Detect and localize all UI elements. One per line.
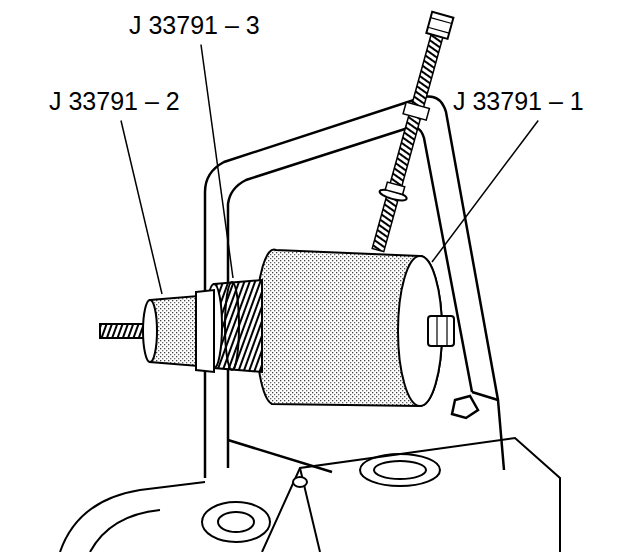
adapter-face <box>143 300 157 362</box>
housing-boss <box>202 502 270 542</box>
frame-edge <box>472 392 498 400</box>
frame-bolt <box>452 396 478 418</box>
washer <box>385 182 404 194</box>
part-label-box: J 33791 – 1 <box>452 88 585 116</box>
nut-edge <box>436 316 437 346</box>
housing-bore <box>218 512 254 532</box>
hex-head <box>426 12 453 39</box>
end-nut <box>428 316 454 346</box>
receiver-cylinder <box>256 250 454 406</box>
frame-inner <box>228 127 472 468</box>
cylinder-body <box>256 250 442 406</box>
part-label-box: J 33791 – 3 <box>128 12 261 40</box>
forcing-screw <box>365 11 457 254</box>
housing-hole <box>293 477 307 487</box>
support-frame <box>205 97 504 478</box>
frame-outer <box>205 97 504 478</box>
collar-ring <box>225 282 239 370</box>
adapter-ring <box>196 290 214 372</box>
part-number: J 33791 – 1 <box>452 88 585 116</box>
frame-strut <box>228 440 332 472</box>
leader-line <box>201 45 233 279</box>
nut <box>403 102 429 120</box>
housing-bore <box>374 461 426 479</box>
housing-body <box>262 438 560 552</box>
screw-thread <box>372 17 447 252</box>
hex-edge <box>431 18 452 24</box>
housing <box>60 438 560 552</box>
nut-edge <box>446 316 447 346</box>
part-number: J 33791 – 2 <box>48 88 181 116</box>
leader-line <box>432 121 538 263</box>
housing-edge <box>60 482 205 552</box>
part-number: J 33791 – 3 <box>128 12 261 40</box>
part-label-box: J 33791 – 2 <box>48 88 181 116</box>
leader-line <box>121 121 162 295</box>
hex-edge <box>428 27 449 33</box>
adapter <box>100 290 214 372</box>
housing-bore <box>360 454 440 486</box>
housing-edge <box>90 510 160 552</box>
